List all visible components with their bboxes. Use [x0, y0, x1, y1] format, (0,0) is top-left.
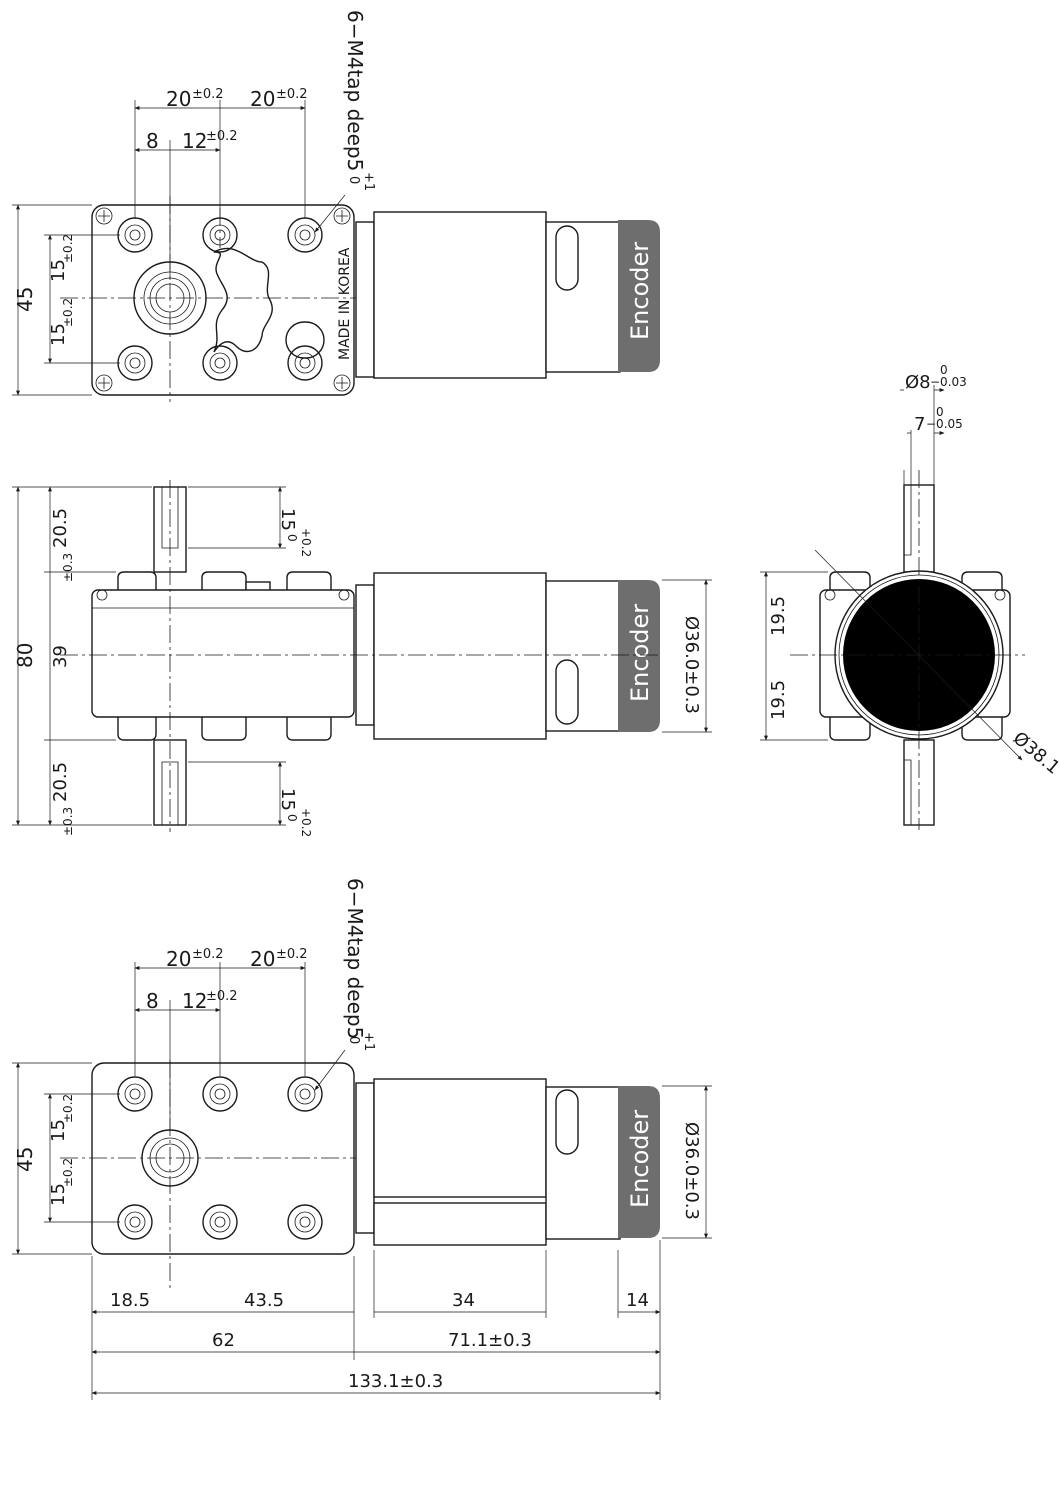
- side-shaft-bottom-tol: ±0.3: [61, 807, 75, 836]
- top-pitch-left-tol: ±0.2: [192, 87, 224, 102]
- end-shaft-dia: Ø8: [905, 372, 931, 393]
- bottom-shaft-offset: 12: [182, 989, 207, 1013]
- made-in-label: MADE IN KOREA: [337, 247, 353, 360]
- bottom-motor-dia: Ø36.0±0.3: [681, 1122, 702, 1220]
- end-flat: 7: [914, 414, 925, 435]
- bottom-gearbox-len: 62: [212, 1330, 235, 1351]
- side-encoder-label: Encoder: [626, 604, 654, 702]
- bottom-view: Encoder 20 ±0.2 20 ±0.2 8 12 ±0.2 6−M4ta…: [12, 878, 712, 1400]
- top-view: Encoder MADE IN KOREA 20 ±0.2 20 ±0.2 8 …: [12, 10, 660, 402]
- side-shaft-top: 20.5: [50, 508, 71, 548]
- bottom-motor-len: 71.1±0.3: [448, 1330, 532, 1351]
- corner-screws: [95, 207, 351, 392]
- bottom-seg-a: 18.5: [110, 1290, 150, 1311]
- bottom-tap-tol-zero: 0: [346, 1036, 361, 1044]
- end-outer-dia: Ø38.1: [1009, 728, 1060, 779]
- top-tap-tol-plus: +1: [361, 172, 376, 191]
- top-tap-tol-zero: 0: [346, 176, 361, 184]
- bottom-shaft-offset-tol: ±0.2: [206, 989, 238, 1004]
- side-shaft-top-tol: ±0.3: [61, 553, 75, 582]
- bottom-gearbox: [91, 1062, 355, 1255]
- bottom-seg-b: 43.5: [244, 1290, 284, 1311]
- motor-coupler: [355, 221, 375, 378]
- side-key-top-tol-plus: +0.2: [299, 528, 313, 557]
- shaft-top: [153, 486, 187, 573]
- end-half-top: 19.5: [768, 596, 789, 636]
- bottom-seg-d: 14: [626, 1290, 649, 1311]
- end-shaft-dia-tol-bottom: −0.03: [930, 375, 967, 389]
- bottom-v-upper: 15: [48, 1119, 69, 1142]
- side-key-top-tol-zero: 0: [285, 534, 299, 542]
- side-gearbox: [91, 589, 355, 718]
- bottom-height: 45: [13, 1147, 37, 1172]
- encoder-label: Encoder: [626, 242, 654, 340]
- side-shaft-bottom: 20.5: [50, 762, 71, 802]
- side-motor-body: [373, 572, 547, 740]
- side-key-bottom: 15: [277, 788, 298, 811]
- end-view: Ø8 0 −0.03 7 0 −0.05 19.5 19.5 Ø38.1: [760, 363, 1060, 830]
- gearbox-flange: [91, 204, 355, 396]
- side-body: 39: [50, 645, 71, 668]
- bottom-motor-body: [373, 1078, 547, 1198]
- side-total: 80: [13, 643, 37, 668]
- bottom-tap-tol-plus: +1: [361, 1032, 376, 1051]
- top-height: 45: [13, 287, 37, 312]
- bottom-pitch-left: 20: [166, 947, 191, 971]
- encoder-block: [618, 220, 660, 372]
- cover-break-line: [213, 247, 273, 353]
- end-flat-tol-top: 0: [936, 405, 944, 419]
- bottom-tapped-holes: [117, 1076, 323, 1240]
- bottom-v-lower-tol: ±0.2: [61, 1158, 75, 1187]
- bottom-seg-c: 34: [452, 1290, 475, 1311]
- end-flat-tol-bottom: −0.05: [926, 417, 963, 431]
- top-v-upper: 15: [48, 259, 69, 282]
- top-tap-note: 6−M4tap deep5: [343, 10, 367, 171]
- motor-endcap: [545, 221, 621, 373]
- side-key-bottom-tol-zero: 0: [285, 814, 299, 822]
- top-shaft-offset-tol: ±0.2: [206, 129, 238, 144]
- top-pitch-right: 20: [250, 87, 275, 111]
- motor-body: [373, 211, 547, 379]
- bottom-v-upper-tol: ±0.2: [61, 1094, 75, 1123]
- end-half-bottom: 19.5: [768, 680, 789, 720]
- bottom-total-len: 133.1±0.3: [348, 1371, 443, 1392]
- end-shaft-dia-tol-top: 0: [940, 363, 948, 377]
- top-pitch-left: 20: [166, 87, 191, 111]
- top-v-upper-tol: ±0.2: [61, 234, 75, 263]
- bottom-v-lower: 15: [48, 1183, 69, 1206]
- bottom-encoder-label: Encoder: [626, 1110, 654, 1208]
- bottom-pitch-left-tol: ±0.2: [192, 947, 224, 962]
- bottom-offset: 8: [146, 989, 159, 1013]
- side-key-top: 15: [277, 508, 298, 531]
- top-pitch-right-tol: ±0.2: [276, 87, 308, 102]
- top-offset: 8: [146, 129, 159, 153]
- top-v-lower-tol: ±0.2: [61, 298, 75, 327]
- bottom-pitch-right: 20: [250, 947, 275, 971]
- bottom-pitch-right-tol: ±0.2: [276, 947, 308, 962]
- bottom-tap-note: 6−M4tap deep5: [343, 878, 367, 1039]
- top-shaft-offset: 12: [182, 129, 207, 153]
- top-v-lower: 15: [48, 323, 69, 346]
- side-view: Encoder 80 20.5 ±0.3 39 20.5 ±0.3 15 +0.…: [12, 480, 712, 837]
- side-key-bottom-tol-plus: +0.2: [299, 808, 313, 837]
- side-motor-dia: Ø36.0±0.3: [681, 616, 702, 714]
